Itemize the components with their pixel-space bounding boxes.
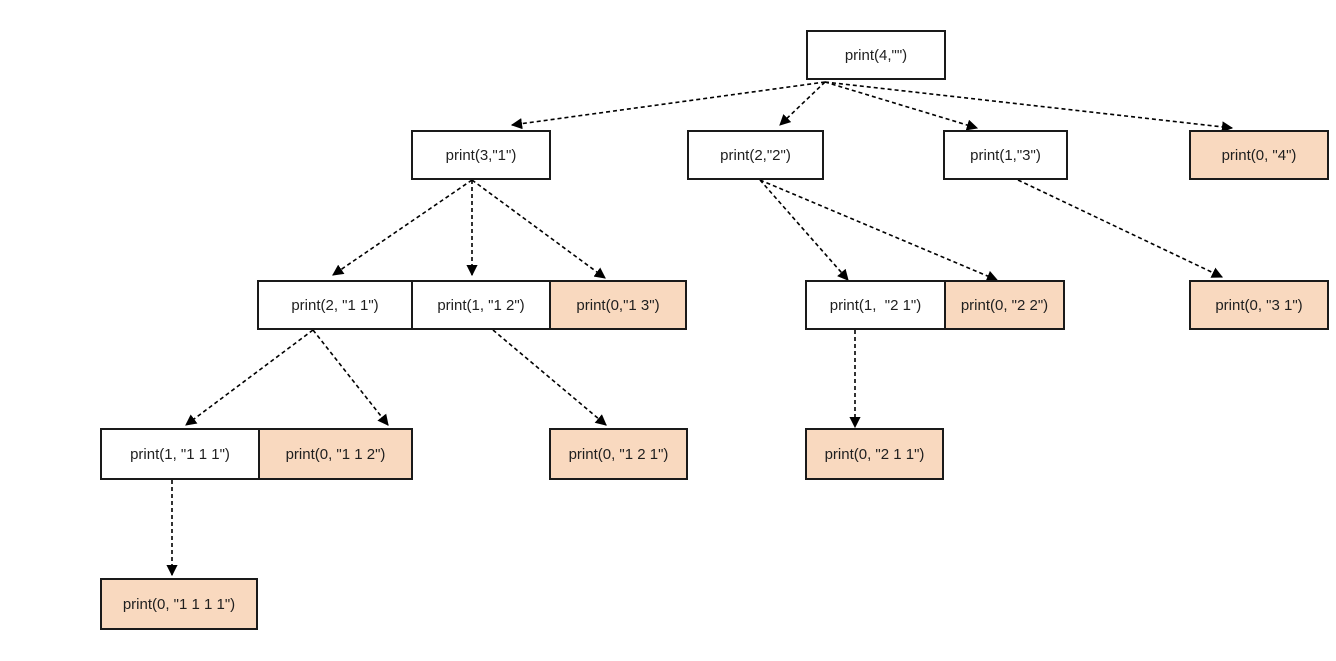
node-print-1-12: print(1, "1 2"): [411, 280, 551, 330]
node-print-2-2: print(2,"2"): [687, 130, 824, 180]
node-print-0-112: print(0, "1 1 2"): [258, 428, 413, 480]
edge-arrow-3: [824, 81, 979, 131]
edge-arrow-13: [492, 329, 607, 426]
node-print-0-121: print(0, "1 2 1"): [549, 428, 688, 480]
node-print-1-111: print(1, "1 1 1"): [100, 428, 260, 480]
edge-arrow-8: [759, 179, 849, 281]
edge-arrow-9: [759, 179, 999, 282]
node-print-3-1: print(3,"1"): [411, 130, 551, 180]
edge-arrow-4: [824, 81, 1234, 133]
node-print-0-211: print(0, "2 1 1"): [805, 428, 944, 480]
node-print-0-4: print(0, "4"): [1189, 130, 1329, 180]
edge-arrow-7: [471, 179, 606, 279]
edge-arrow-12: [312, 329, 389, 426]
edge-arrow-10: [1017, 179, 1224, 278]
node-root: print(4,""): [806, 30, 946, 80]
node-print-1-21: print(1, "2 1"): [805, 280, 946, 330]
node-print-0-22: print(0, "2 2"): [944, 280, 1065, 330]
edge-arrow-5: [332, 179, 473, 276]
node-print-2-11: print(2, "1 1"): [257, 280, 413, 330]
edge-arrow-11: [185, 329, 314, 426]
node-print-0-1111: print(0, "1 1 1 1"): [100, 578, 258, 630]
node-print-0-13: print(0,"1 3"): [549, 280, 687, 330]
node-print-0-31: print(0, "3 1"): [1189, 280, 1329, 330]
edge-arrow-2: [779, 81, 826, 126]
node-print-1-3: print(1,"3"): [943, 130, 1068, 180]
edge-arrow-1: [510, 81, 826, 130]
